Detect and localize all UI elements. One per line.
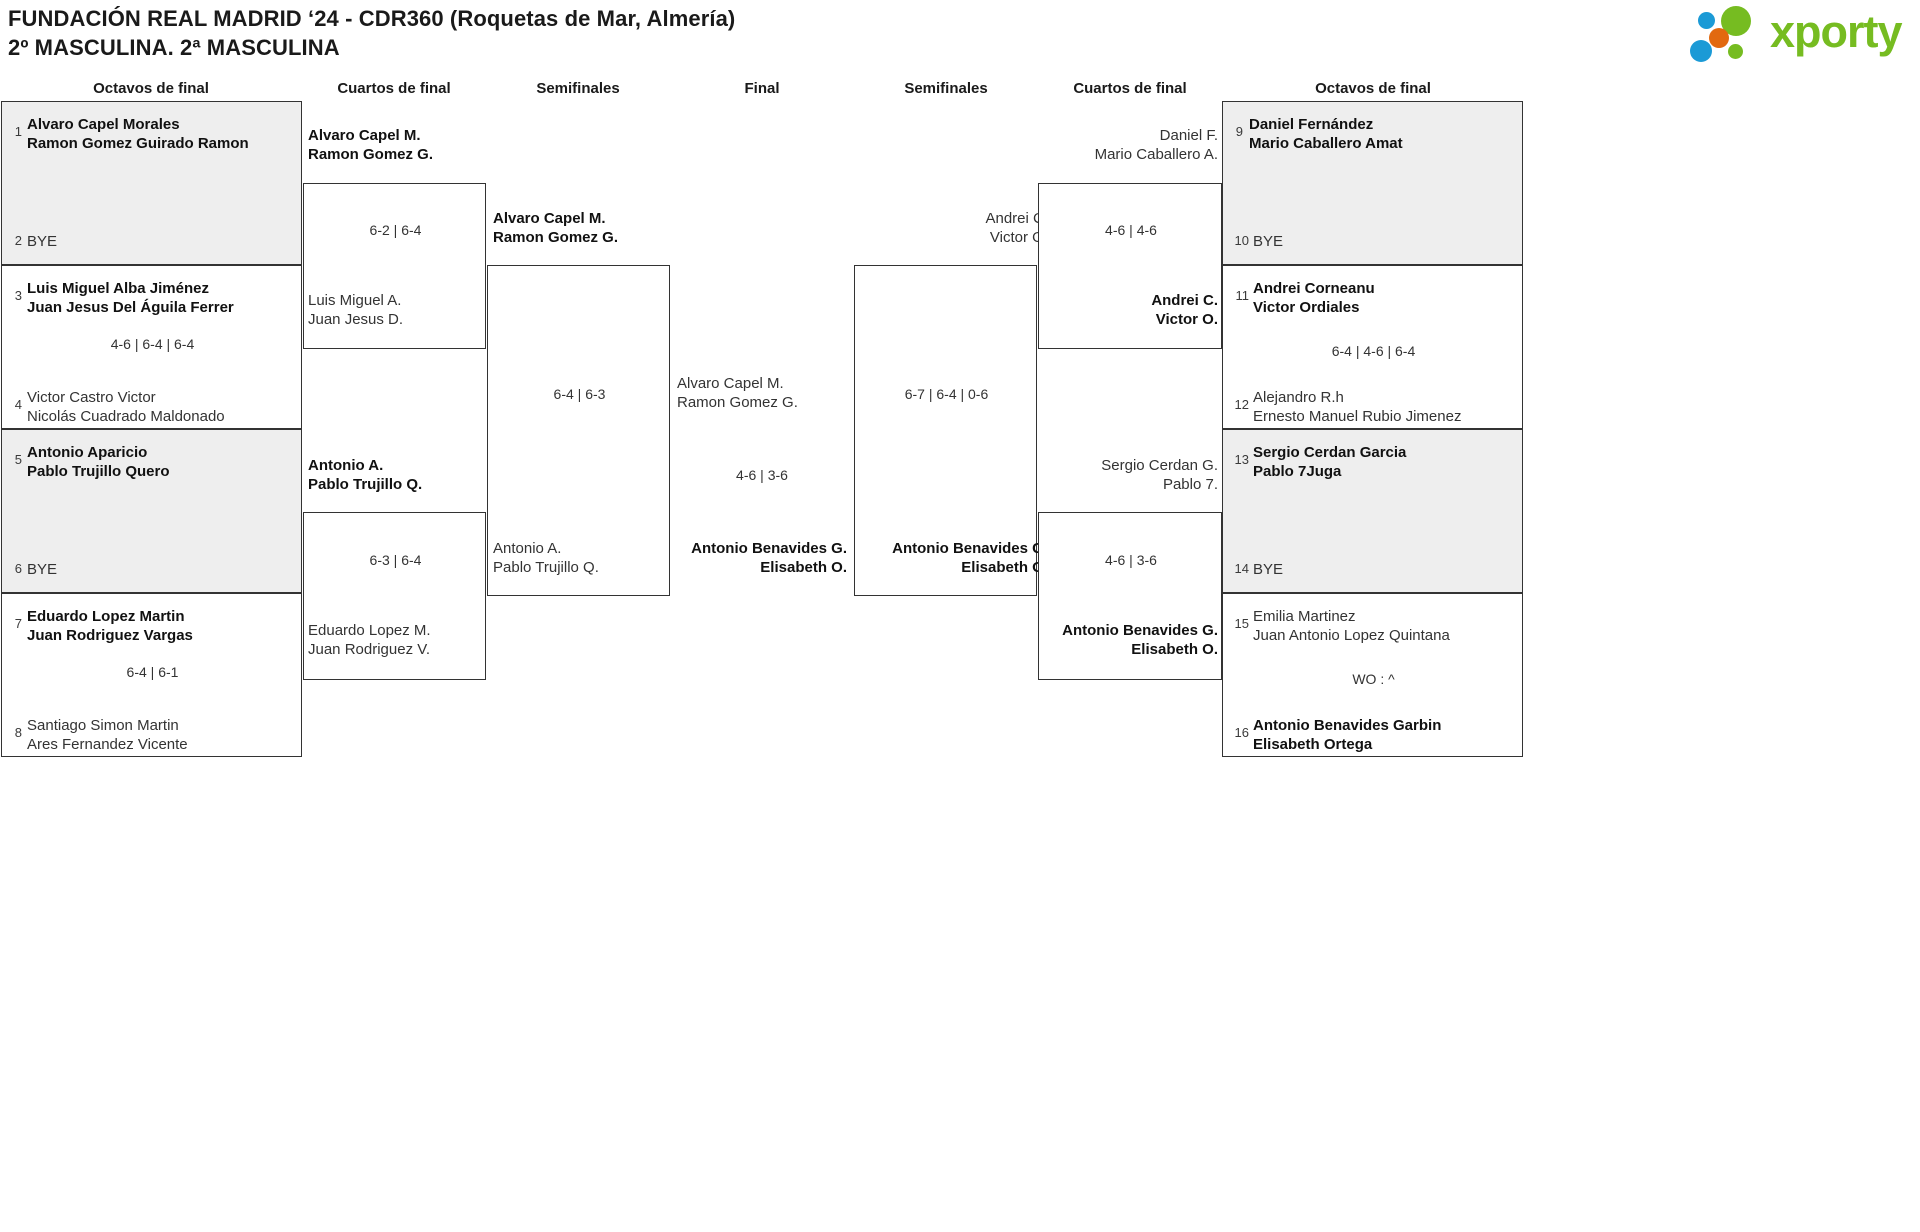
match-box-l16-3[interactable]: 5 Antonio Aparicio Pablo Trujillo Quero … xyxy=(1,429,302,593)
qf-left-1-bottom-names: Luis Miguel A. Juan Jesus D. xyxy=(308,292,404,328)
page-title: FUNDACIÓN REAL MADRID ‘24 - CDR360 (Roqu… xyxy=(8,4,735,62)
player-names-bottom: Alejandro R.h Ernesto Manuel Rubio Jimen… xyxy=(1253,389,1462,425)
tournament-title-line1: FUNDACIÓN REAL MADRID ‘24 - CDR360 (Roqu… xyxy=(8,6,736,31)
match-box-r16-2[interactable]: 11 Andrei Corneanu Victor Ordiales 12 Al… xyxy=(1222,265,1523,429)
match-score: 4-6 | 4-6 xyxy=(1105,222,1157,238)
qf-right-2-top-names: Sergio Cerdan G. Pablo 7. xyxy=(1101,457,1218,493)
player-names-bottom: Antonio Benavides Garbin Elisabeth Orteg… xyxy=(1253,717,1442,753)
page-header: FUNDACIÓN REAL MADRID ‘24 - CDR360 (Roqu… xyxy=(0,0,1920,72)
match-score: WO : ^ xyxy=(1352,671,1395,687)
qf-right-1-bottom-names: Andrei C. Victor O. xyxy=(1151,292,1218,328)
seed-number: 11 xyxy=(1235,288,1250,303)
seed-number: 15 xyxy=(1234,616,1249,631)
match-box-l16-4[interactable]: 7 Eduardo Lopez Martin Juan Rodriguez Va… xyxy=(1,593,302,757)
player-names-top: Luis Miguel Alba Jiménez Juan Jesus Del … xyxy=(27,280,234,316)
player-names-bottom: BYE xyxy=(1253,233,1284,250)
seed-number: 7 xyxy=(14,616,22,631)
seed-number: 13 xyxy=(1234,452,1249,467)
match-score: 6-4 | 6-1 xyxy=(126,664,179,680)
seed-number: 9 xyxy=(1235,124,1243,139)
seed-number: 16 xyxy=(1234,725,1249,740)
match-score: 6-2 | 6-4 xyxy=(369,222,422,238)
final-top-names: Alvaro Capel M. Ramon Gomez G. xyxy=(677,375,798,411)
round-header-right-qf: Cuartos de final xyxy=(1073,80,1187,97)
seed-number: 12 xyxy=(1234,397,1249,412)
player-names-bottom: Santiago Simon Martin Ares Fernandez Vic… xyxy=(27,717,188,753)
seed-number: 6 xyxy=(14,561,22,576)
seed-number: 14 xyxy=(1234,561,1249,576)
player-names-top: Daniel Fernández Mario Caballero Amat xyxy=(1249,116,1403,152)
match-box-l16-2[interactable]: 3 Luis Miguel Alba Jiménez Juan Jesus De… xyxy=(1,265,302,429)
seed-number: 5 xyxy=(14,452,22,467)
round-header-left-qf: Cuartos de final xyxy=(337,80,451,97)
round-header-left-r16: Octavos de final xyxy=(93,80,209,97)
match-box-rqf-2[interactable]: 4-6 | 3-6 xyxy=(1038,512,1222,680)
sf-left-top-names: Alvaro Capel M. Ramon Gomez G. xyxy=(493,210,619,246)
match-score: 4-6 | 6-4 | 6-4 xyxy=(110,336,195,352)
match-box-lsf-1[interactable]: 6-4 | 6-3 xyxy=(487,265,670,596)
match-box-r16-1[interactable]: 9 Daniel Fernández Mario Caballero Amat … xyxy=(1222,101,1523,265)
player-names-top: Andrei Corneanu Victor Ordiales xyxy=(1253,280,1375,316)
match-box-l16-1[interactable]: 1 Alvaro Capel Morales Ramon Gomez Guira… xyxy=(1,101,302,265)
match-score: 4-6 | 3-6 xyxy=(1105,552,1157,568)
match-score: 6-4 | 6-3 xyxy=(553,386,606,402)
player-names-top: Eduardo Lopez Martin Juan Rodriguez Varg… xyxy=(27,608,193,644)
player-names-bottom: BYE xyxy=(1253,561,1284,578)
logo-dots-icon xyxy=(1690,6,1768,62)
seed-number: 10 xyxy=(1234,233,1249,248)
xporty-logo[interactable]: xporty xyxy=(1690,4,1910,62)
seed-number: 4 xyxy=(14,397,22,412)
player-names-top: Antonio Aparicio Pablo Trujillo Quero xyxy=(27,444,170,480)
match-box-lqf-1[interactable]: 6-2 | 6-4 xyxy=(303,183,486,349)
seed-number: 2 xyxy=(14,233,22,248)
match-box-r16-3[interactable]: 13 Sergio Cerdan Garcia Pablo 7Juga 14 B… xyxy=(1222,429,1523,593)
player-names-bottom: Victor Castro Victor Nicolás Cuadrado Ma… xyxy=(27,389,225,425)
round-header-right-sf: Semifinales xyxy=(904,80,988,97)
sf-right-top-names: Andrei C. Victor O. xyxy=(985,210,1048,246)
player-names-top: Alvaro Capel Morales Ramon Gomez Guirado… xyxy=(27,116,249,152)
round-header-right-r16: Octavos de final xyxy=(1315,80,1431,97)
seed-number: 8 xyxy=(14,725,22,740)
sf-right-bottom-names: Antonio Benavides G. Elisabeth O. xyxy=(892,540,1048,576)
seed-number: 1 xyxy=(14,124,22,139)
match-box-rsf-1[interactable]: 6-7 | 6-4 | 0-6 xyxy=(854,265,1037,596)
match-box-r16-4[interactable]: 15 Emilia Martinez Juan Antonio Lopez Qu… xyxy=(1222,593,1523,757)
seed-number: 3 xyxy=(14,288,22,303)
match-score: 6-4 | 4-6 | 6-4 xyxy=(1331,343,1416,359)
match-box-lqf-2[interactable]: 6-3 | 6-4 xyxy=(303,512,486,680)
round-header-final: Final xyxy=(744,80,780,97)
player-names-top: Sergio Cerdan Garcia Pablo 7Juga xyxy=(1253,444,1407,480)
round-header-left-sf: Semifinales xyxy=(536,80,620,97)
qf-left-2-bottom-names: Eduardo Lopez M. Juan Rodriguez V. xyxy=(308,622,431,658)
match-score: 6-7 | 6-4 | 0-6 xyxy=(904,386,989,402)
qf-left-2-top-names: Antonio A. Pablo Trujillo Q. xyxy=(308,457,423,493)
player-names-top: Emilia Martinez Juan Antonio Lopez Quint… xyxy=(1253,608,1450,644)
qf-left-1-top-names: Alvaro Capel M. Ramon Gomez G. xyxy=(308,127,434,163)
match-score: 6-3 | 6-4 xyxy=(369,552,422,568)
final-bottom-names: Antonio Benavides G. Elisabeth O. xyxy=(691,540,847,576)
final-score: 4-6 | 3-6 xyxy=(736,467,788,483)
tournament-title-line2: 2º MASCULINA. 2ª MASCULINA xyxy=(8,35,340,60)
sf-left-bottom-names: Antonio A. Pablo Trujillo Q. xyxy=(493,540,599,576)
logo-wordmark: xporty xyxy=(1770,6,1903,57)
player-names-bottom: BYE xyxy=(27,233,58,250)
player-names-bottom: BYE xyxy=(27,561,58,578)
qf-right-1-top-names: Daniel F. Mario Caballero A. xyxy=(1094,127,1218,163)
qf-right-2-bottom-names: Antonio Benavides G. Elisabeth O. xyxy=(1062,622,1218,658)
match-box-rqf-1[interactable]: 4-6 | 4-6 xyxy=(1038,183,1222,349)
